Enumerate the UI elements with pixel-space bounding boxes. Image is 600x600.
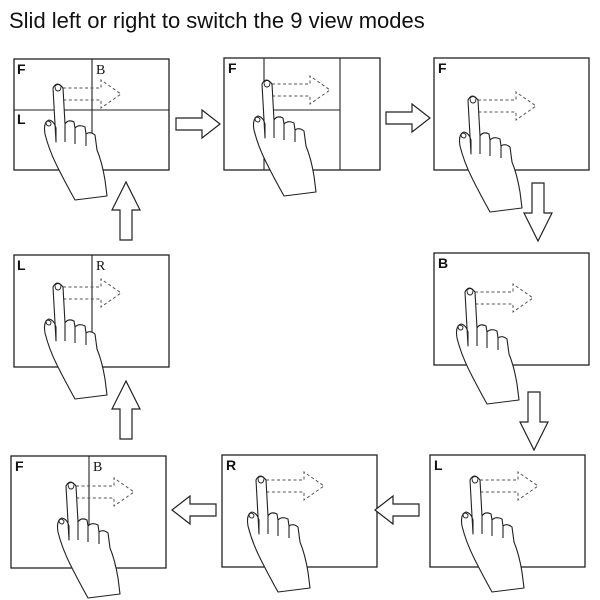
- flow-arrow-left-icon: [171, 495, 217, 525]
- flow-arrow-right-icon: [385, 103, 431, 133]
- flow-arrow-left-icon: [374, 495, 420, 525]
- panel-label-left: L: [434, 457, 443, 473]
- flow-arrow-down-icon: [519, 391, 549, 451]
- diagram-title: Slid left or right to switch the 9 view …: [9, 8, 425, 33]
- panel-label-right: R: [96, 259, 106, 274]
- view-panel-7: F B: [10, 455, 167, 599]
- view-panel-3: F: [433, 57, 590, 213]
- panel-label-back: B: [96, 63, 105, 78]
- panel-label-right: R: [226, 457, 236, 473]
- panel-label-front: F: [17, 61, 26, 77]
- view-panel-8: L R: [13, 254, 170, 400]
- panel-label-back: B: [438, 255, 448, 271]
- panel-label-front: F: [228, 60, 237, 76]
- flow-arrow-right-icon: [175, 109, 221, 139]
- panel-label-front: F: [438, 60, 447, 76]
- panel-label-back: B: [93, 460, 102, 475]
- panel-label-left: L: [17, 257, 26, 273]
- view-panel-1: F B L: [13, 58, 170, 201]
- panel-frame: [433, 252, 590, 366]
- view-panel-4: B: [433, 252, 590, 405]
- panel-label-left: L: [17, 111, 26, 127]
- panel-frame: [433, 57, 590, 171]
- view-panel-2: F: [223, 57, 381, 197]
- view-panel-5: L: [429, 454, 586, 593]
- flow-arrow-up-icon: [111, 380, 141, 440]
- view-panel-6: R: [221, 454, 378, 593]
- panel-label-front: F: [15, 458, 24, 474]
- flow-arrow-up-icon: [111, 181, 141, 241]
- flow-arrow-down-icon: [523, 182, 553, 242]
